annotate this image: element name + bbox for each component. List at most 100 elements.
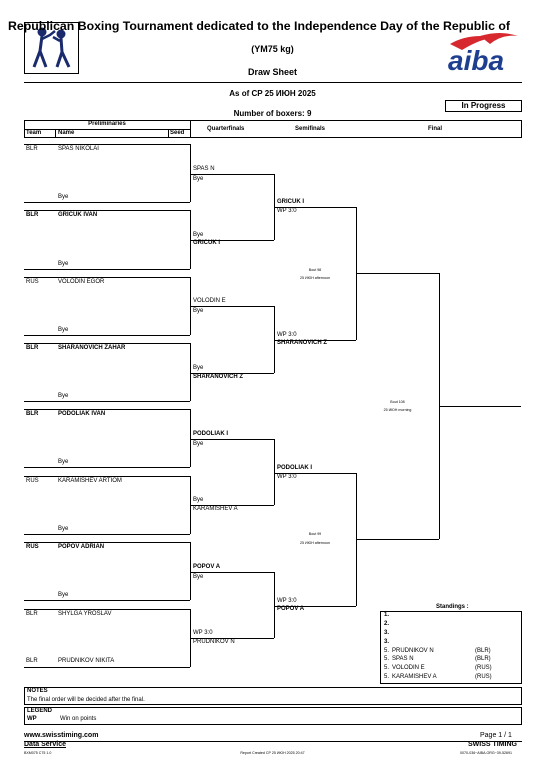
bracket-line <box>24 144 190 145</box>
bracket-line <box>24 600 190 601</box>
boxer-name: VOLODIN EGOR <box>58 279 105 285</box>
boxer-name: GRICUK IVAN <box>58 212 98 218</box>
sf-result: WP 3:0 <box>277 208 297 214</box>
col-seed: Seed <box>170 130 185 136</box>
bracket-line <box>190 542 191 600</box>
boxer-name: PRUDNIKOV NIKITA <box>58 658 115 664</box>
weight-category: (YM75 kg) <box>251 44 294 54</box>
bracket-line <box>24 476 190 477</box>
boxer-name: KARAMISHEV ARTIOM <box>58 478 122 484</box>
bracket-line <box>24 401 190 402</box>
boxer-name: PODOLIAK IVAN <box>58 411 106 417</box>
bracket-line <box>190 373 274 374</box>
sf-winner: POPOV A <box>277 606 305 612</box>
standings-table <box>380 611 522 684</box>
sf-result: WP 3:0 <box>277 598 297 604</box>
bracket-line <box>190 174 274 175</box>
bout-time: 25 ИЮН morning <box>383 408 412 412</box>
footer-right-code: 0070-036~AIBA.ORG~39-52691 <box>460 751 512 755</box>
bye-label: Bye <box>58 194 69 200</box>
sf-result: WP 3:0 <box>277 474 297 480</box>
standing-name: VOLODIN E <box>392 665 425 671</box>
legend-box <box>24 707 522 725</box>
sf-winner: SHARANOVICH Z <box>277 340 328 346</box>
bracket-line <box>24 335 190 336</box>
team-code: BLR <box>26 345 39 351</box>
bracket-line <box>190 343 191 401</box>
qf-result: Bye <box>193 497 204 503</box>
footer-site-link[interactable]: www.swisstiming.com <box>24 732 99 739</box>
team-code: RUS <box>26 279 39 285</box>
bracket-line <box>190 144 191 202</box>
bracket-line <box>190 572 274 573</box>
col-name: Name <box>58 130 75 136</box>
bracket-line <box>24 467 190 468</box>
standing-name: SPAS N <box>392 656 414 662</box>
footer-rule <box>24 741 522 742</box>
standing-rank: 5. <box>384 656 390 662</box>
bye-label: Bye <box>58 261 69 267</box>
team-code: BLR <box>26 611 38 617</box>
standing-rank: 5. <box>384 665 390 671</box>
bracket-line <box>24 542 190 543</box>
bracket-line <box>274 207 356 208</box>
col-team: Team <box>26 130 42 136</box>
team-code: BLR <box>26 146 38 152</box>
bye-label: Bye <box>58 327 69 333</box>
bracket-line <box>274 473 356 474</box>
sf-result: WP 3:0 <box>277 332 297 338</box>
bye-label: Bye <box>58 393 69 399</box>
standing-noc: (RUS) <box>475 665 492 671</box>
bracket-line <box>190 638 274 639</box>
bracket-line <box>439 406 521 407</box>
col-semifinals: Semifinals <box>295 126 326 132</box>
bracket-line <box>274 340 356 341</box>
header-rule <box>24 82 522 83</box>
qf-winner: PODOLIAK I <box>193 431 229 437</box>
bracket-line <box>190 409 191 467</box>
legend-text: Win on points <box>60 716 97 722</box>
aiba-logo-left <box>24 22 79 74</box>
bracket-line <box>356 273 439 274</box>
bout-number: Bout 98 <box>308 268 322 272</box>
bracket-line <box>190 505 274 506</box>
boxer-name: SHYLGA YROSLAV <box>58 611 112 617</box>
as-of-date: As of СР 25 ИЮН 2025 <box>229 89 316 98</box>
qf-result: Bye <box>193 176 204 182</box>
standing-rank: 2. <box>384 621 390 627</box>
bracket-line <box>190 210 191 269</box>
standing-rank: 5. <box>384 674 390 680</box>
seed-divider <box>168 129 169 137</box>
col-header-right <box>521 120 522 137</box>
footer-report-created: Report Created СР 25 ИЮН 2025 20:47 <box>240 751 305 755</box>
status-badge <box>445 100 522 112</box>
bracket-line <box>356 539 439 540</box>
bracket-line <box>24 667 190 668</box>
sf-winner: PODOLIAK I <box>277 465 313 471</box>
bye-label: Bye <box>58 459 69 465</box>
qf-result: Bye <box>193 232 204 238</box>
team-code: RUS <box>26 544 39 550</box>
standing-name: KARAMISHEV A <box>392 674 437 680</box>
bracket-line <box>24 269 190 270</box>
notes-box <box>24 687 522 705</box>
brand-wordmark: aiba <box>448 45 504 76</box>
standing-name: PRUDNIKOV N <box>392 648 434 654</box>
standing-rank: 1. <box>384 612 390 618</box>
team-code: RUS <box>26 478 39 484</box>
prelim-divider <box>190 120 191 137</box>
col-header-top <box>24 120 522 121</box>
bracket-line <box>24 343 190 344</box>
team-code: BLR <box>26 411 39 417</box>
bracket-line <box>274 439 275 505</box>
col-header-left <box>24 120 25 137</box>
standing-noc: (BLR) <box>475 648 491 654</box>
title: Republican Boxing Tournament dedicated t… <box>8 19 510 33</box>
sf-winner: GRICUK I <box>277 199 304 205</box>
qf-winner: VOLODIN E <box>193 298 226 304</box>
team-code: BLR <box>26 658 38 664</box>
notes-text: The final order will be decided after th… <box>27 697 145 703</box>
bracket-line <box>190 439 274 440</box>
qf-winner: GRICUK I <box>193 240 220 246</box>
footer-company: SWISS TIMING <box>468 741 517 748</box>
